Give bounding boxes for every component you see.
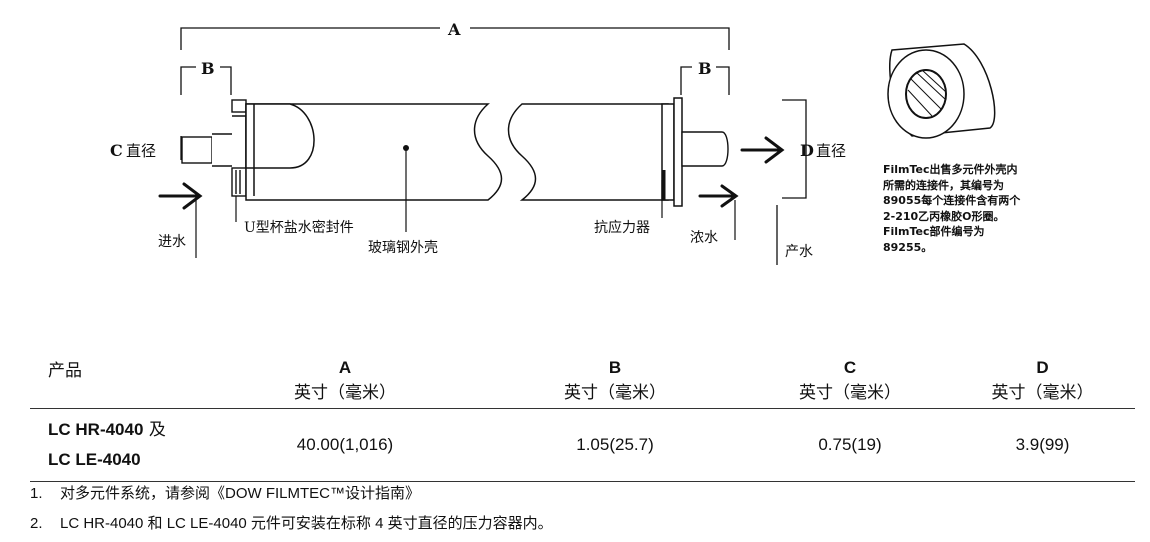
dim-d-text: 直径 — [816, 142, 846, 160]
col-d-letter: D — [1036, 358, 1049, 377]
footnote-1-text: 对多元件系统，请参阅《DOW FILMTEC™设计指南》 — [60, 485, 420, 502]
col-d-header: D 英寸（毫米） — [950, 352, 1135, 409]
col-b-letter: B — [608, 358, 622, 377]
product-line1: LC HR-4040 — [48, 420, 144, 439]
element-dimension-diagram: A B B C 直径 D 直径 进水 U型杯盐水密封件 玻璃钢外壳 抗应力器 浓… — [110, 20, 996, 265]
dimensions-table-wrap: 产品 A 英寸（毫米） B 英寸（毫米） C 英寸（毫米） D 英寸（毫米） — [30, 352, 1135, 482]
cell-c: 0.75(19) — [818, 435, 882, 454]
footnote-2-num: 2. — [30, 515, 43, 532]
col-d-unit: 英寸（毫米） — [991, 383, 1094, 403]
col-b-header: B 英寸（毫米） — [480, 352, 750, 409]
product-header: 产品 — [48, 361, 82, 381]
table-header-row: 产品 A 英寸（毫米） B 英寸（毫米） C 英寸（毫米） D 英寸（毫米） — [30, 352, 1135, 409]
footnote-2: 2. LC HR-4040 和 LC LE-4040 元件可安装在标称 4 英寸直… — [30, 510, 553, 540]
product-and: 及 — [143, 420, 166, 440]
dim-c-text: 直径 — [126, 142, 156, 160]
cell-b: 1.05(25.7) — [576, 435, 654, 454]
label-feed: 进水 — [158, 234, 186, 250]
col-c-letter: C — [843, 358, 857, 377]
dim-d-letter: D — [800, 141, 814, 160]
footnotes: 1. 对多元件系统，请参阅《DOW FILMTEC™设计指南》 2. LC HR-4… — [30, 480, 553, 540]
col-a-letter: A — [338, 358, 352, 377]
label-concentrate: 浓水 — [690, 230, 718, 246]
label-atd: 抗应力器 — [594, 219, 650, 236]
dim-b-left-label: B — [201, 59, 215, 78]
col-c-header: C 英寸（毫米） — [750, 352, 950, 409]
interconnector-note: FilmTec出售多元件外壳内所需的连接件，其编号为89055每个连接件含有两个… — [883, 163, 1021, 254]
dim-b-right-label: B — [698, 59, 712, 78]
col-a-unit: 英寸（毫米） — [294, 383, 396, 403]
footnote-2-text: LC HR-4040 和 LC LE-4040 元件可安装在标称 4 英寸直径的… — [60, 515, 553, 532]
cell-a: 40.00(1,016) — [296, 435, 394, 454]
dim-c-letter: C — [110, 141, 123, 160]
dim-a-label: A — [447, 20, 461, 39]
label-product: 产水 — [785, 244, 813, 260]
product-cell: LC HR-4040 及 LC LE-4040 — [30, 409, 210, 482]
footnote-1-num: 1. — [30, 485, 43, 502]
col-a-header: A 英寸（毫米） — [210, 352, 480, 409]
footnote-1: 1. 对多元件系统，请参阅《DOW FILMTEC™设计指南》 — [30, 480, 553, 510]
label-shell: 玻璃钢外壳 — [368, 239, 438, 256]
cell-d: 3.9(99) — [1015, 435, 1070, 454]
table-row: LC HR-4040 及 LC LE-4040 40.00(1,016) 1.0… — [30, 409, 1135, 482]
col-b-unit: 英寸（毫米） — [564, 383, 666, 403]
interconnector-image — [887, 43, 996, 139]
col-c-unit: 英寸（毫米） — [799, 383, 901, 403]
dimensions-table: 产品 A 英寸（毫米） B 英寸（毫米） C 英寸（毫米） D 英寸（毫米） — [30, 352, 1135, 482]
product-line2: LC LE-4040 — [48, 450, 141, 469]
label-seal: U型杯盐水密封件 — [244, 219, 354, 236]
